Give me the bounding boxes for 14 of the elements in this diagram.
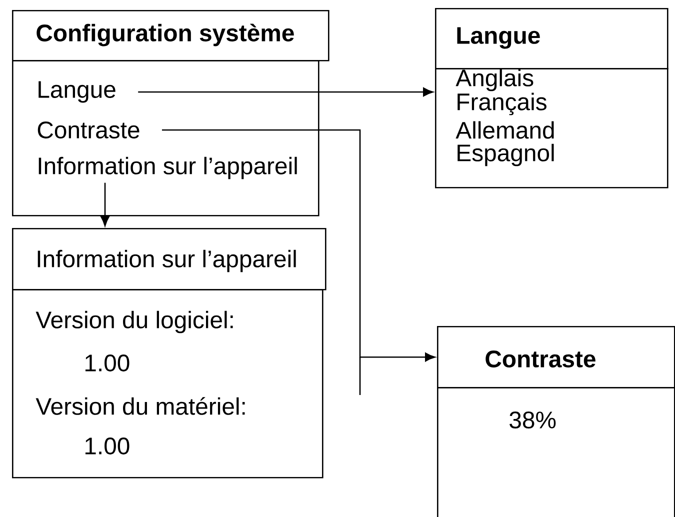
screen-title-box: Langue — [435, 8, 668, 70]
arrow — [162, 129, 436, 362]
menu-item: Contraste — [38, 122, 140, 138]
screen-title-box: Contraste — [437, 326, 675, 388]
menu-item: Information sur l’appareil — [38, 156, 297, 180]
menu-panel: 38% — [437, 387, 675, 517]
screen-title-box: Configuration système — [12, 10, 330, 62]
menu-panel — [12, 60, 320, 216]
menu-panel: Version du logiciel: 1.00 Version du matériel: 1.00 — [12, 289, 324, 478]
arrow — [100, 182, 110, 226]
arrow — [138, 88, 434, 96]
menu-item: Langue — [38, 81, 116, 103]
menu-panel: Anglais Français Allemand Espagnol — [435, 68, 668, 188]
screen-title-box: Information sur l’appareil — [12, 228, 326, 290]
